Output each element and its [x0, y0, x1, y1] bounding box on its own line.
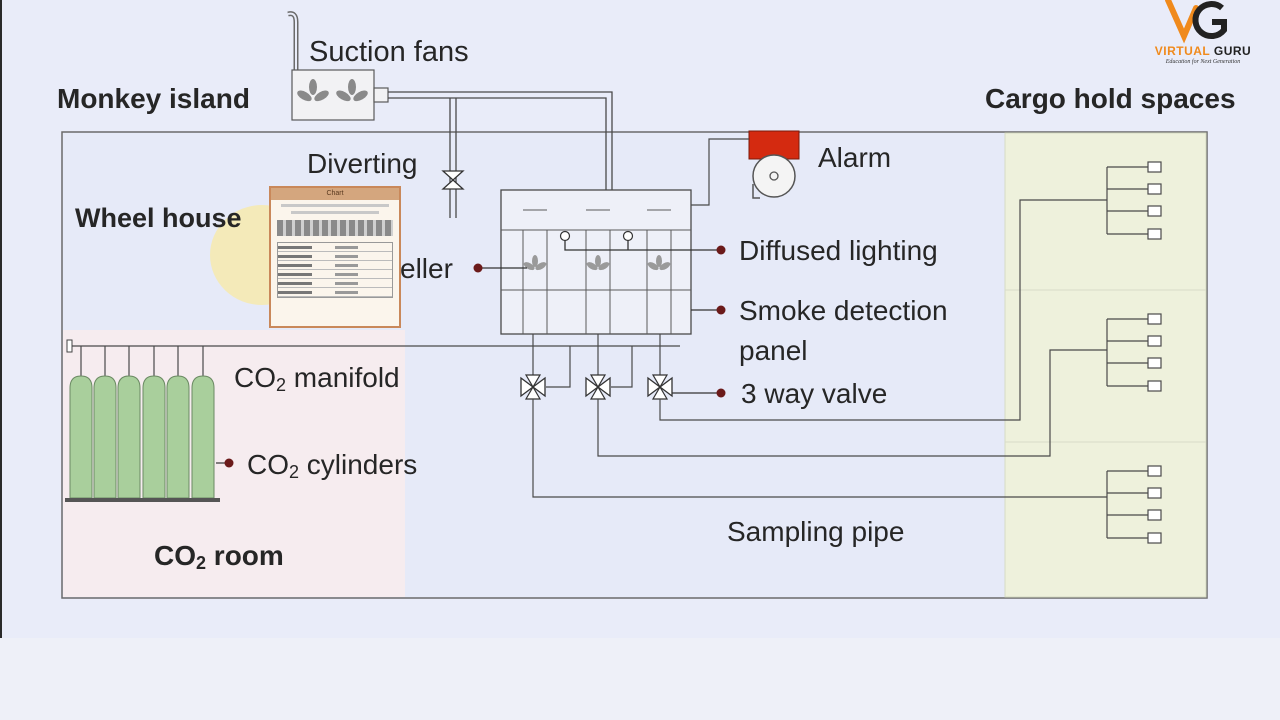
- diverting-label: Diverting: [307, 148, 417, 179]
- cabinet-fan-icon: [523, 255, 547, 271]
- vg-logo-mark-icon: [1165, 0, 1227, 44]
- sign-table-row: [278, 270, 392, 279]
- fan-icon: [336, 79, 368, 102]
- smoke-detection-label: Smoke detection: [739, 295, 948, 326]
- sign-ship-graphic: [277, 220, 393, 236]
- controller-label: eller: [400, 253, 453, 284]
- alarm-wire: [690, 138, 749, 206]
- smoke-detection-label-line2: panel: [739, 335, 808, 366]
- sign-table: [277, 242, 393, 298]
- wheel-house-label: Wheel house: [75, 203, 242, 233]
- three-way-valve-icon: [585, 374, 611, 400]
- monkey-island-label: Monkey island: [57, 83, 250, 114]
- diverting-duct: [449, 98, 457, 218]
- fan-outlet: [373, 87, 389, 103]
- sign-table-row: [278, 261, 392, 270]
- co2-manifold-label: CO2 manifold: [234, 362, 400, 395]
- cylinder-risers: [80, 346, 204, 376]
- alarm-bell-mount: [752, 184, 760, 199]
- valve-risers: [532, 334, 661, 388]
- co2-room-label: CO2 room: [154, 540, 284, 573]
- cylinder-base: [65, 498, 220, 502]
- logo-tagline: Education for Next Generation: [1165, 59, 1241, 65]
- fan-icon: [297, 79, 329, 102]
- pointer-dots: [224, 245, 726, 468]
- cabinet-fan-icon: [586, 255, 610, 271]
- sign-title: Chart: [271, 188, 399, 200]
- sign-text-line: [281, 204, 389, 207]
- sign-table-row: [278, 243, 392, 252]
- co2-cylinders-label: CO2 cylinders: [247, 449, 417, 482]
- lighting-wire: [564, 241, 720, 251]
- exhaust-pipe: [287, 11, 299, 70]
- sampling-heads-lower: [1106, 465, 1162, 544]
- diffused-lighting-label: Diffused lighting: [739, 235, 938, 266]
- alarm-bell-center: [769, 171, 779, 181]
- cargo-hold-label: Cargo hold spaces: [985, 83, 1236, 114]
- wheel-house-chart-sign: Chart: [269, 186, 401, 328]
- sampling-pipes: [532, 199, 1107, 498]
- three-way-valve-icon: [647, 374, 673, 400]
- frame-left-border: [0, 0, 2, 638]
- sign-table-row: [278, 279, 392, 288]
- sign-table-row: [278, 252, 392, 261]
- video-frame: Suction fans Monkey island Cargo hold sp…: [0, 0, 1268, 638]
- below-video-area: [0, 638, 1280, 720]
- manifold-end-cap: [66, 339, 73, 353]
- co2-smoke-detection-diagram: Suction fans Monkey island Cargo hold sp…: [57, 11, 1236, 599]
- diverting-valve-icon: [441, 170, 465, 190]
- exhaust-pipe-inner: [287, 12, 297, 70]
- lamp-icons: [559, 230, 634, 242]
- co2-cylinders: [69, 375, 215, 499]
- virtual-guru-logo: VIRTUAL GURU Education for Next Generati…: [1148, 0, 1268, 70]
- three-way-valve-label: 3 way valve: [741, 378, 887, 409]
- alarm-label: Alarm: [818, 142, 891, 173]
- alarm-bell-icon: [752, 154, 796, 198]
- sampling-heads-upper: [1106, 161, 1162, 240]
- sampling-heads-middle: [1106, 313, 1162, 392]
- sign-table-row: [278, 288, 392, 297]
- logo-wordmark: VIRTUAL GURU: [1154, 44, 1252, 58]
- sign-text-line: [291, 211, 379, 214]
- fan-duct: [388, 91, 613, 190]
- cabinet-fan-icon: [647, 255, 671, 271]
- cargo-hold-zone: [1004, 132, 1207, 598]
- sampling-pipe-label: Sampling pipe: [727, 516, 904, 547]
- cabinet-chambers: [501, 209, 691, 334]
- suction-fans-label: Suction fans: [309, 36, 469, 68]
